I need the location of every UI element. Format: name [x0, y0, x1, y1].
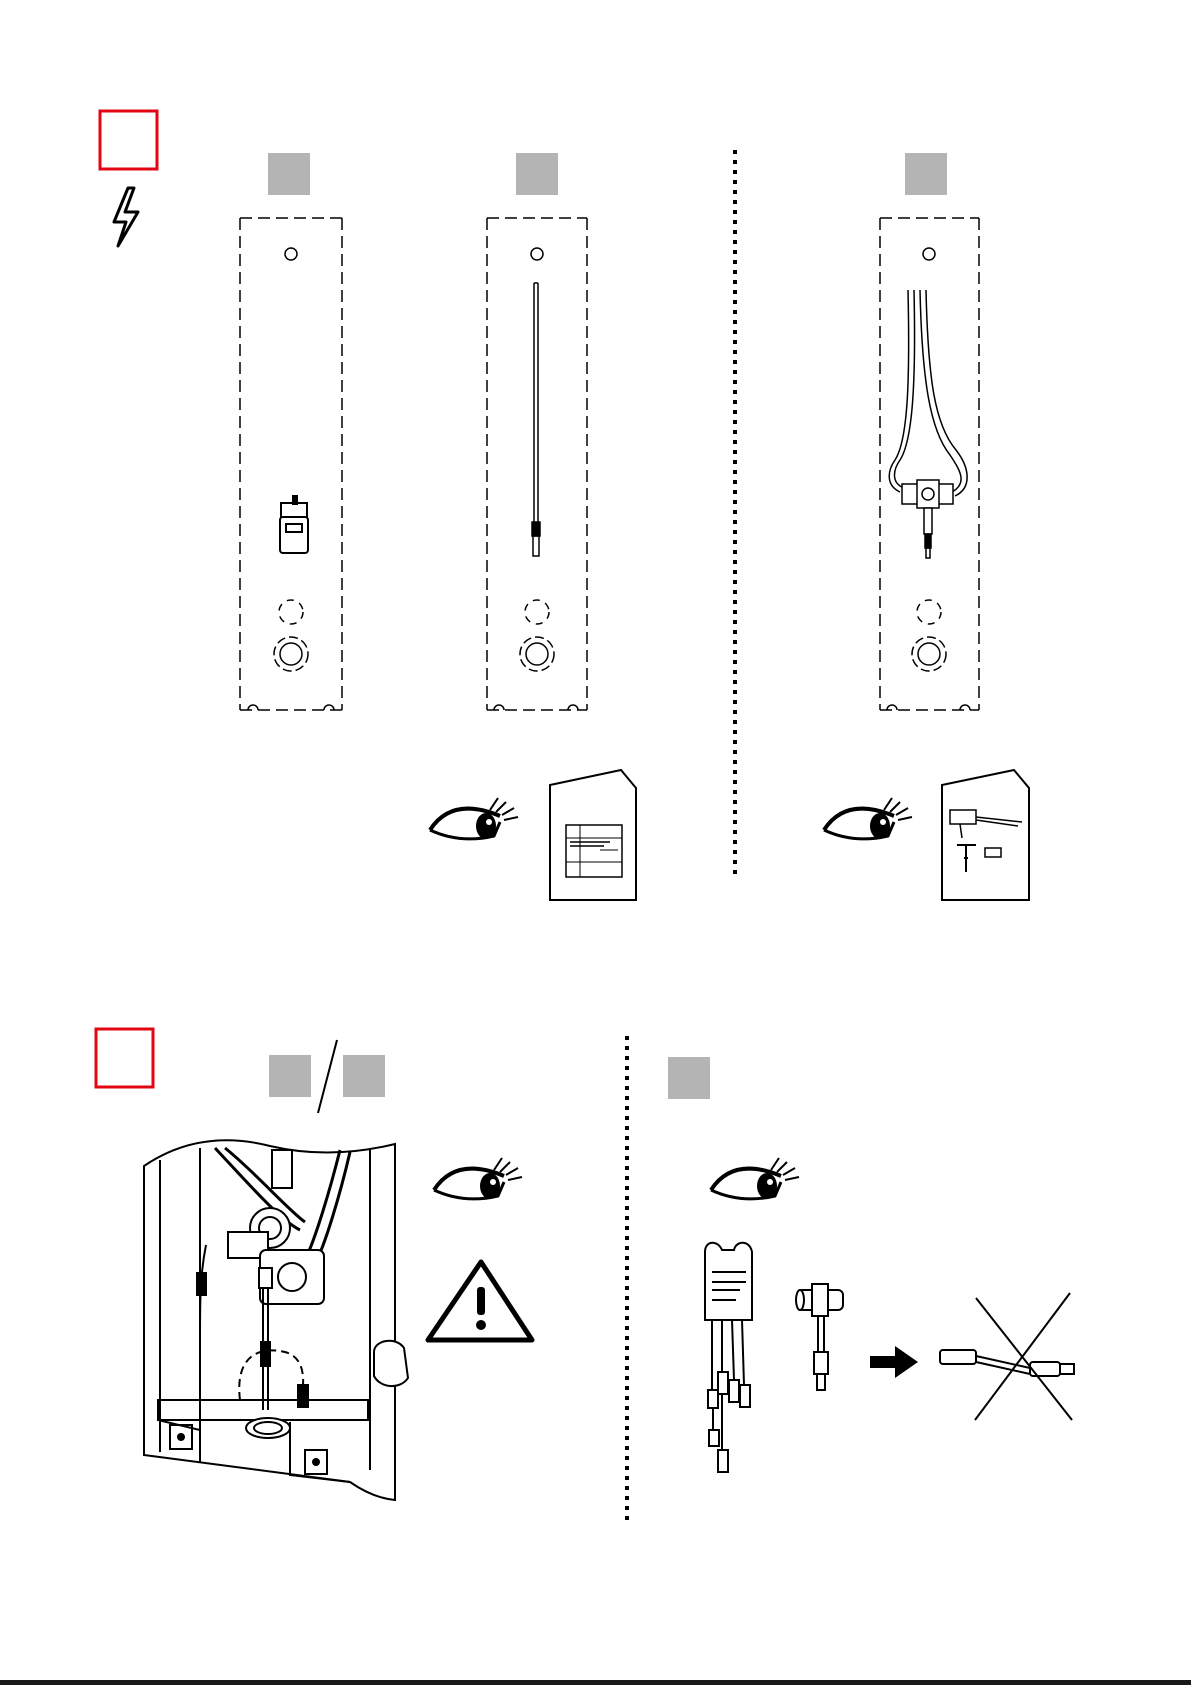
connection-cable — [532, 283, 540, 556]
variant-badge — [269, 1055, 311, 1097]
variant-2 — [430, 153, 636, 900]
badge-separator — [318, 1040, 337, 1113]
step-2-right — [668, 1057, 1074, 1472]
warning-icon — [428, 1262, 532, 1340]
variant-badge — [668, 1057, 710, 1099]
step-2 — [96, 1029, 1074, 1520]
cross-out-icon — [975, 1293, 1072, 1420]
control-buttons — [912, 600, 946, 671]
din-rail-power-supply-manual — [550, 770, 636, 900]
straight-cable — [940, 1350, 1074, 1376]
control-buttons — [274, 600, 308, 671]
cable-set-manual — [942, 770, 1029, 900]
control-unit-t-connector-replaces-straight-cable — [705, 1243, 843, 1472]
arrow-right-icon — [870, 1346, 918, 1378]
step-1 — [100, 111, 1029, 900]
eye-icon — [824, 798, 912, 839]
power-supply-module — [280, 496, 308, 553]
lightning-icon — [114, 188, 138, 246]
variant-3 — [824, 153, 1029, 900]
eye-icon — [430, 798, 518, 839]
variant-badge — [516, 153, 558, 195]
control-buttons — [520, 600, 554, 671]
mounting-plate — [487, 218, 587, 710]
open-housing-with-valve-and-cables — [144, 1140, 408, 1500]
variant-badge — [905, 153, 947, 195]
eye-icon — [711, 1158, 799, 1199]
variant-badge — [343, 1055, 385, 1097]
y-splitter-cable — [889, 290, 967, 558]
variant-1 — [240, 153, 342, 710]
step-2-left — [144, 1040, 532, 1500]
page-bottom-rule — [0, 1680, 1191, 1685]
step-2-number-box — [96, 1029, 153, 1087]
variant-badge — [268, 153, 310, 195]
step-1-number-box — [100, 111, 157, 169]
eye-icon — [434, 1158, 522, 1199]
mounting-plate — [240, 218, 342, 710]
